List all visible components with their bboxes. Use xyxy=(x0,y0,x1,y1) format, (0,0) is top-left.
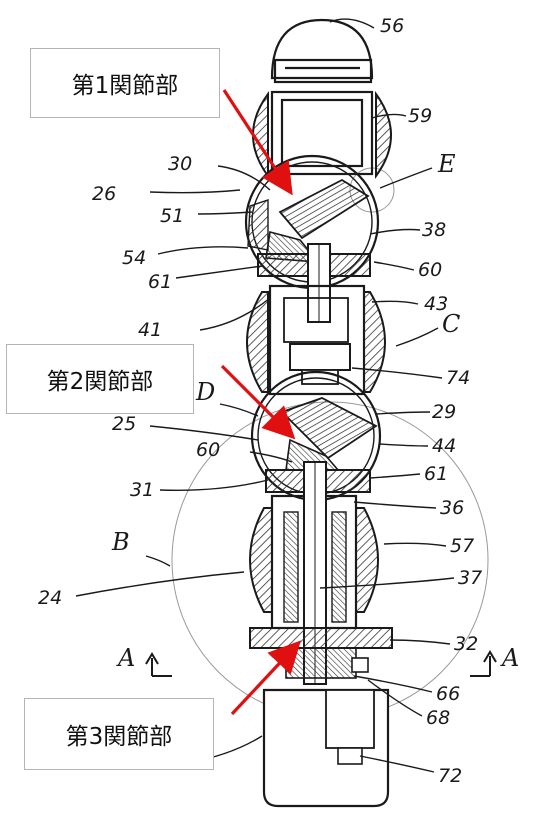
ref-60-mid: 60 xyxy=(196,439,220,461)
ref-25: 25 xyxy=(112,413,136,435)
ref-26: 26 xyxy=(92,183,116,205)
ref-B: B xyxy=(111,528,130,556)
motor-72 xyxy=(325,689,375,749)
ref-E: E xyxy=(437,150,456,178)
ref-31: 31 xyxy=(130,479,154,501)
leader-lines xyxy=(75,18,455,773)
middle-bracket xyxy=(283,297,349,343)
arrow-joint-3 xyxy=(230,640,301,716)
ref-43: 43 xyxy=(424,293,448,315)
top-cap xyxy=(270,18,374,176)
ref-36: 36 xyxy=(440,497,464,519)
arrow-joint-1 xyxy=(222,89,293,196)
ref-61-top: 61 xyxy=(148,271,172,293)
ref-C: C xyxy=(442,310,460,338)
middle-housing xyxy=(268,284,366,396)
ref-56: 56 xyxy=(380,15,404,37)
ref-60-top: 60 xyxy=(418,259,442,281)
ref-37: 37 xyxy=(458,567,482,589)
callout-arrows xyxy=(220,89,301,716)
ref-57: 57 xyxy=(450,535,474,557)
ref-44: 44 xyxy=(432,435,456,457)
ref-A-right: A xyxy=(500,644,519,672)
callout-joint-2-text: 第2関節部 xyxy=(46,369,154,395)
ref-24: 24 xyxy=(38,587,62,609)
section-arrow-left xyxy=(145,652,172,677)
ref-32: 32 xyxy=(454,633,478,655)
ref-51: 51 xyxy=(160,205,184,227)
section-arrow-right xyxy=(470,650,497,677)
joint1-gear-upper xyxy=(278,178,370,240)
motor-block-74 xyxy=(289,343,351,371)
ref-29: 29 xyxy=(432,401,456,423)
bearing-left xyxy=(283,511,299,623)
callout-joint-1: 第1関節部 xyxy=(30,48,220,118)
ref-A-left: A xyxy=(116,644,135,672)
ref-41: 41 xyxy=(138,319,162,341)
ref-59: 59 xyxy=(408,105,432,127)
callout-joint-1-text: 第1関節部 xyxy=(71,73,179,99)
middle-lobe-left xyxy=(246,291,269,393)
ref-61-mid: 61 xyxy=(424,463,448,485)
ref-74: 74 xyxy=(446,367,470,389)
arrow-joint-2 xyxy=(220,364,296,440)
upper-lobe-right xyxy=(375,90,392,180)
joint2-gear-upper xyxy=(280,397,378,460)
coupling xyxy=(285,647,357,679)
ref-30: 30 xyxy=(168,153,192,175)
ref-38: 38 xyxy=(422,219,446,241)
bearing-right xyxy=(331,511,347,623)
ref-66: 66 xyxy=(436,683,460,705)
lower-lobe-right xyxy=(355,507,379,613)
ref-54: 54 xyxy=(122,247,146,269)
lower-lobe-left xyxy=(249,507,273,613)
middle-lobe-right xyxy=(363,291,386,393)
base-flange xyxy=(249,627,393,649)
ref-68: 68 xyxy=(426,707,450,729)
callout-joint-3: 第3関節部 xyxy=(24,698,214,770)
joint1-side-left xyxy=(247,199,269,251)
callout-joint-2: 第2関節部 xyxy=(6,344,194,414)
ref-72: 72 xyxy=(438,765,462,787)
callout-joint-3-text: 第3関節部 xyxy=(65,724,173,750)
ref-D: D xyxy=(195,378,215,406)
